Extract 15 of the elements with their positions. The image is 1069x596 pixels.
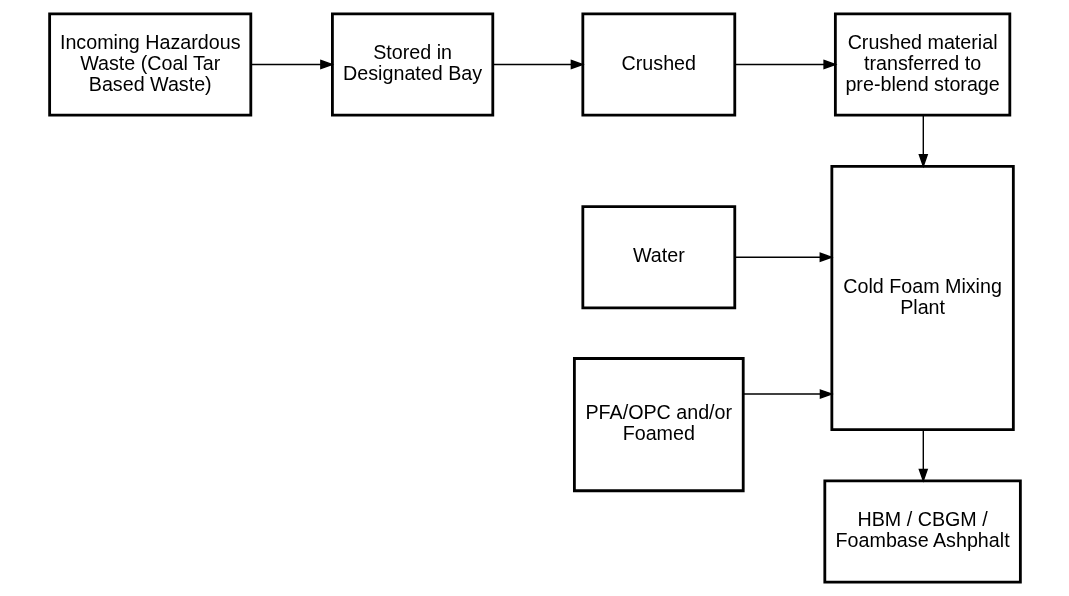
arrow: [492, 59, 585, 70]
node-box: Water: [580, 205, 736, 310]
arrow: [917, 114, 928, 169]
arrow: [249, 59, 334, 70]
node-box: Cold Foam Mixing Plant: [829, 165, 1015, 431]
node-box: PFA/OPC and/or Foamed: [572, 357, 745, 493]
arrow: [742, 389, 834, 399]
arrow: [917, 429, 928, 483]
node-box: Stored in Designated Bay: [330, 12, 494, 117]
arrow: [733, 59, 837, 70]
arrow: [733, 252, 834, 263]
node-box: Crushed material transferred to pre-blend storage: [833, 12, 1011, 117]
node-box: Incoming Hazardous Waste (Coal Tar Based Waste): [47, 12, 252, 117]
node-box: HBM / CBGM / Foambase Ashphalt: [822, 479, 1022, 584]
node-box: Crushed: [580, 12, 736, 117]
